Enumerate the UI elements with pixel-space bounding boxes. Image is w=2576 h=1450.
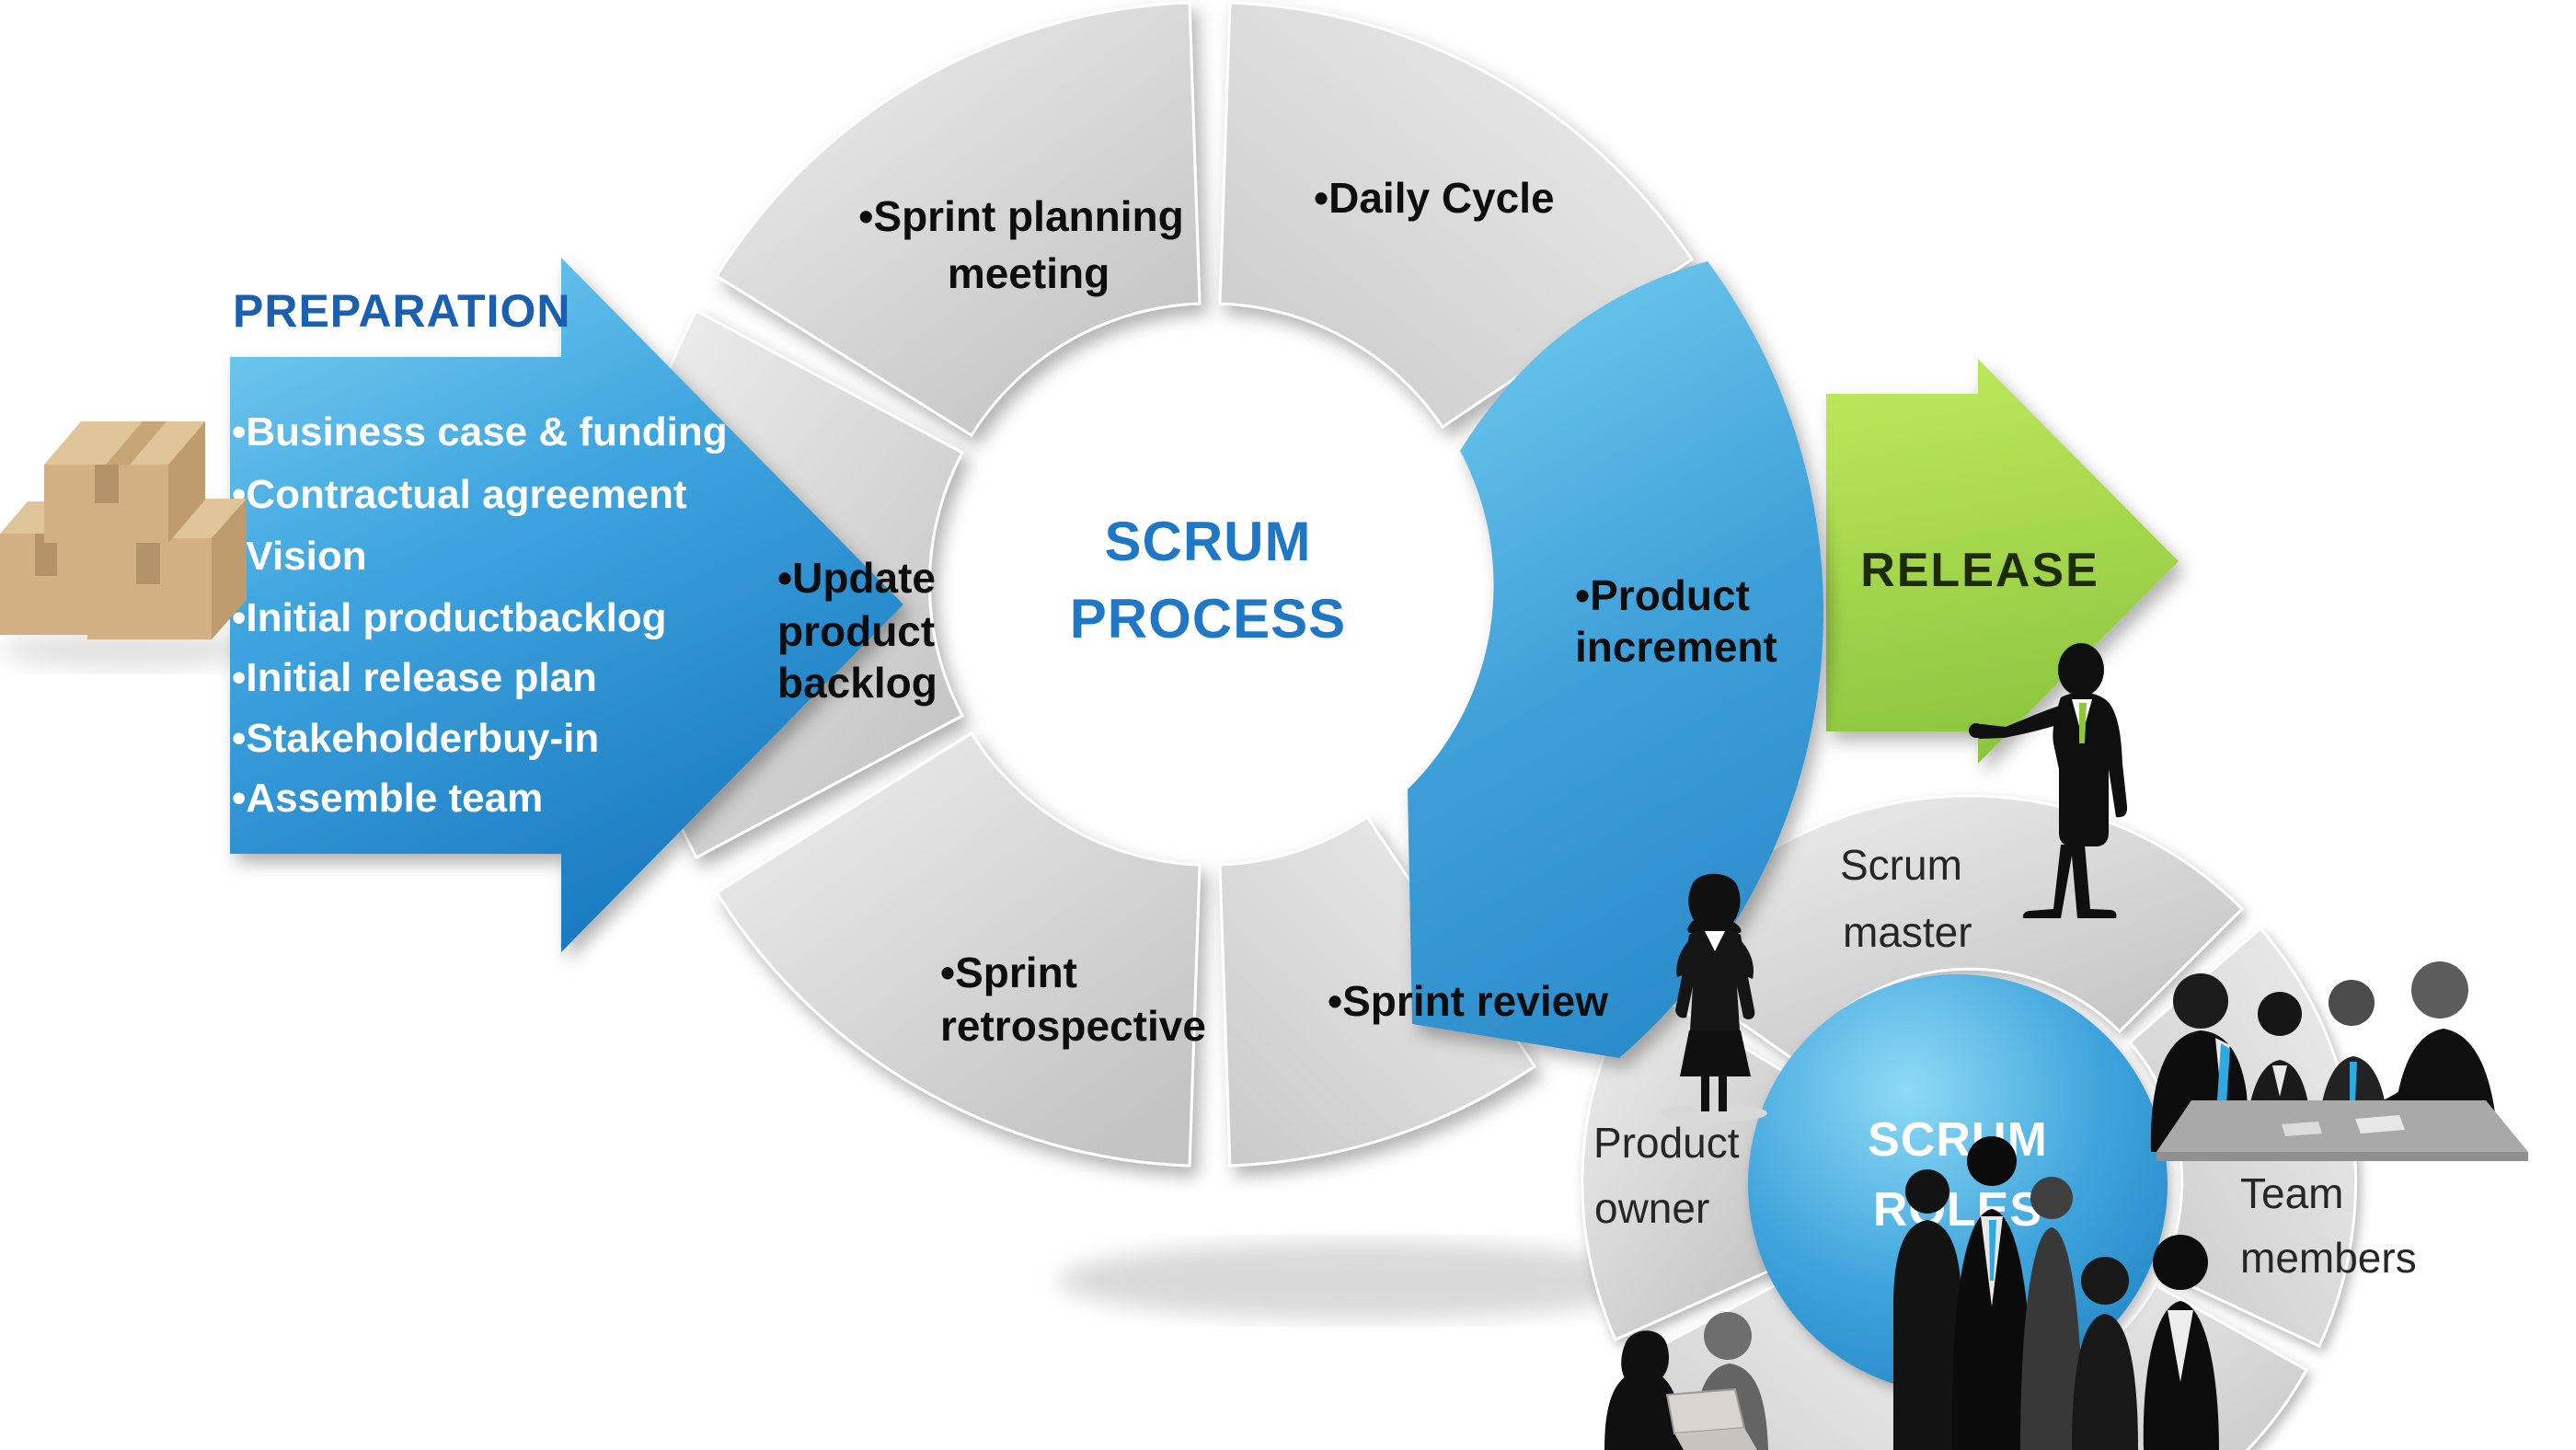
release-arrow <box>1826 359 2179 764</box>
product-increment-arrow <box>1408 261 1824 1058</box>
product-owner-figure <box>1661 873 1767 1122</box>
product-increment-label: •Product <box>1575 571 1750 619</box>
preparation-arrow <box>230 258 903 952</box>
preparation-item: •Initial release plan <box>232 655 597 700</box>
team-members-figure <box>2150 961 2528 1161</box>
segment-labels: •Sprint planning meeting •Daily Cycle •P… <box>777 174 1777 1050</box>
wheel-ground-shadow <box>1058 1242 1665 1319</box>
roles-center-label: SCRUM ROLES <box>1868 1113 2048 1237</box>
update-backlog-label: backlog <box>777 659 937 707</box>
segment-sprint-retrospective <box>714 731 1202 1168</box>
process-center-label: SCRUM PROCESS <box>1070 511 1346 650</box>
role-labels: Scrum master Product owner Team members <box>1593 841 2417 1282</box>
team-members-label: Team <box>2240 1169 2343 1217</box>
release-label: RELEASE <box>1860 544 2099 597</box>
sprint-planning-label: meeting <box>948 249 1110 297</box>
sprint-planning-label: •Sprint planning <box>858 192 1183 240</box>
scrum-master-label: Scrum <box>1840 841 1962 889</box>
update-backlog-label: product <box>777 607 935 655</box>
product-owner-label: Product <box>1593 1119 1740 1167</box>
process-center-line: PROCESS <box>1070 588 1346 650</box>
update-backlog-label: •Update <box>777 554 936 602</box>
product-increment-label: increment <box>1575 623 1777 671</box>
sprint-review-label: •Sprint review <box>1328 977 1608 1025</box>
scrum-master-label: master <box>1843 908 1972 956</box>
product-owner-label: owner <box>1594 1184 1709 1232</box>
roles-center-line: SCRUM <box>1868 1113 2048 1167</box>
sprint-retrospective-label: retrospective <box>940 1002 1206 1050</box>
process-center-line: SCRUM <box>1105 511 1312 572</box>
segment-daily-cycle <box>1218 1 1695 430</box>
team-standing-figure <box>1893 1136 2219 1450</box>
scrum-master-figure <box>1969 643 2134 930</box>
preparation-title: PREPARATION <box>233 285 571 337</box>
daily-cycle-label: •Daily Cycle <box>1314 174 1555 222</box>
segment-sprint-review <box>1218 814 1537 1168</box>
segment-sprint-planning <box>714 1 1202 438</box>
preparation-item: •Business case & funding <box>232 409 728 455</box>
boxes-icon <box>0 421 247 639</box>
preparation-list: •Business case & funding •Contractual ag… <box>232 409 728 821</box>
sprint-retrospective-label: •Sprint <box>940 949 1077 996</box>
preparation-item: •Stakeholderbuy-in <box>232 716 599 761</box>
product-owner-pair-figure <box>1604 1312 1768 1450</box>
preparation-item: •Vision <box>232 534 367 579</box>
roles-center-line: ROLES <box>1873 1183 2042 1237</box>
roles-segment-scrum-master <box>1650 794 2245 1063</box>
preparation-item: •Contractual agreement <box>232 472 687 517</box>
team-members-label: members <box>2240 1234 2417 1282</box>
preparation-item: •Initial productbacklog <box>232 595 667 640</box>
preparation-item: •Assemble team <box>232 776 543 821</box>
